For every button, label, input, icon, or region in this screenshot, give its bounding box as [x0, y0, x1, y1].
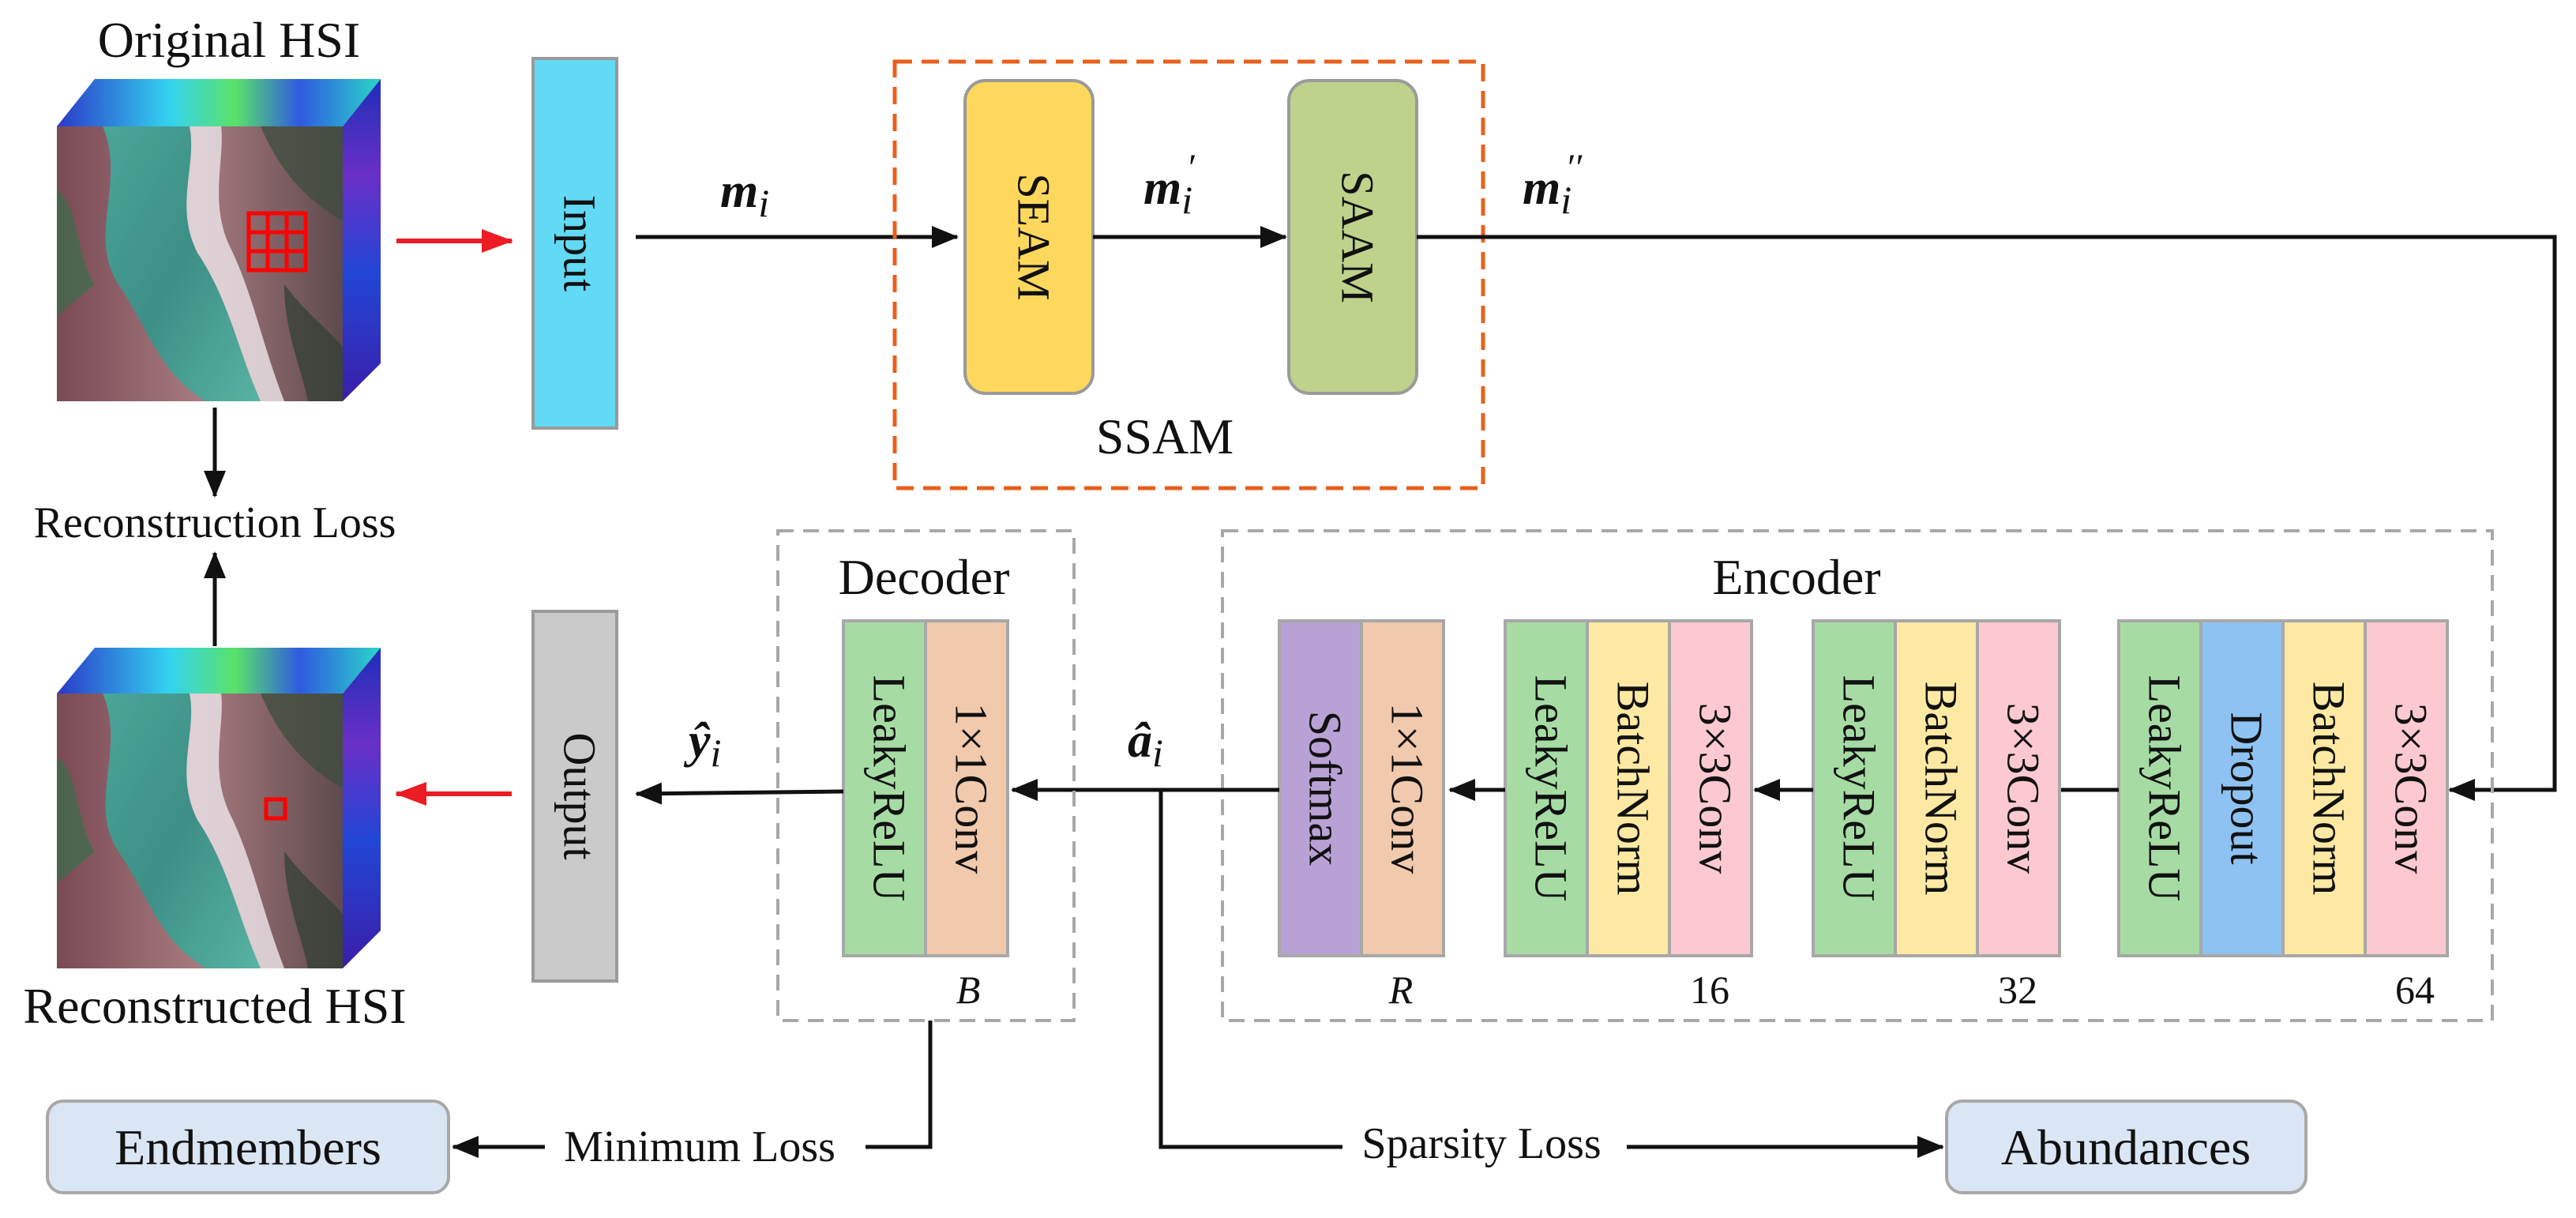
layer-softmax: Softmax [1300, 711, 1351, 867]
reconstructed-hsi-label: Reconstructed HSI [23, 978, 406, 1034]
encoder-block-64: LeakyReLU Dropout BatchNorm 3×3Conv 64 [2117, 619, 2449, 1012]
output-block [531, 610, 618, 983]
encoder-block-32: LeakyReLU BatchNorm 3×3Conv 32 [1812, 619, 2061, 1012]
block-size-label: 16 [1690, 968, 1729, 1012]
original-hsi-label: Original HSI [98, 12, 360, 68]
encoder-block-r: Softmax 1×1Conv R [1278, 619, 1445, 1012]
reconstructed-hsi-cube [57, 648, 381, 968]
layer-leakyrelu: LeakyReLU [2139, 675, 2191, 902]
layer-dropout: Dropout [2221, 712, 2273, 864]
endmembers-label: Endmembers [115, 1119, 381, 1175]
decoder-block-b: LeakyReLU 1×1Conv B [842, 619, 1009, 1012]
m-i-label: mi [720, 164, 769, 225]
input-label: Input [554, 195, 606, 291]
minimum-loss-label: Minimum Loss [564, 1122, 836, 1171]
arrow-saam-to-encoder [1417, 235, 2557, 801]
output-label: Output [554, 732, 606, 859]
decoder-title: Decoder [839, 549, 1010, 605]
layer-conv1x1: 1×1Conv [1382, 703, 1433, 874]
a-hat-i-label: âi [1128, 714, 1163, 775]
encoder-block-16: LeakyReLU BatchNorm 3×3Conv 16 [1504, 619, 1753, 1012]
encoder-title: Encoder [1712, 549, 1880, 605]
reconstruction-loss-label: Reconstruction Loss [34, 498, 396, 547]
sample-patch-grid [246, 211, 308, 273]
endmembers-box [46, 1100, 450, 1194]
input-block [531, 57, 618, 430]
layer-batchnorm: BatchNorm [1916, 682, 1967, 896]
sparsity-loss-line [1158, 790, 1342, 1149]
m-i-double-prime-label: mi′′ [1523, 147, 1583, 222]
layer-conv3x3: 3×3Conv [2386, 703, 2437, 874]
saam-label: SAAM [1332, 171, 1384, 303]
sparsity-loss-label: Sparsity Loss [1361, 1119, 1601, 1168]
ssam-label: SSAM [1096, 408, 1234, 464]
abundances-label: Abundances [2001, 1119, 2251, 1175]
layer-leakyrelu: LeakyReLU [1526, 675, 1577, 902]
ssam-container [892, 59, 1485, 491]
arrow-decoder-to-output [635, 782, 844, 805]
y-hat-i-label: ŷi [683, 714, 721, 775]
minimum-loss-line [866, 1021, 933, 1149]
layer-batchnorm: BatchNorm [1608, 682, 1659, 896]
layer-batchnorm: BatchNorm [2304, 682, 2355, 896]
block-size-label: 32 [1998, 968, 2037, 1012]
layer-leakyrelu: LeakyReLU [864, 675, 915, 902]
seam-label: SEAM [1008, 173, 1060, 300]
layer-conv1x1: 1×1Conv [946, 703, 997, 874]
decoder-container [776, 529, 1076, 1022]
layer-conv3x3: 3×3Conv [1690, 703, 1741, 874]
block-size-label: B [956, 968, 981, 1012]
abundances-box [1945, 1100, 2308, 1194]
original-hsi-cube [57, 79, 381, 401]
encoder-container [1221, 529, 2494, 1022]
layer-leakyrelu: LeakyReLU [1834, 675, 1885, 902]
block-size-label: R [1388, 968, 1414, 1012]
m-i-prime-label: mi′ [1143, 147, 1196, 222]
layer-conv3x3: 3×3Conv [1998, 703, 2049, 874]
reconstructed-pixel-marker [264, 797, 287, 821]
block-size-label: 64 [2395, 968, 2435, 1012]
